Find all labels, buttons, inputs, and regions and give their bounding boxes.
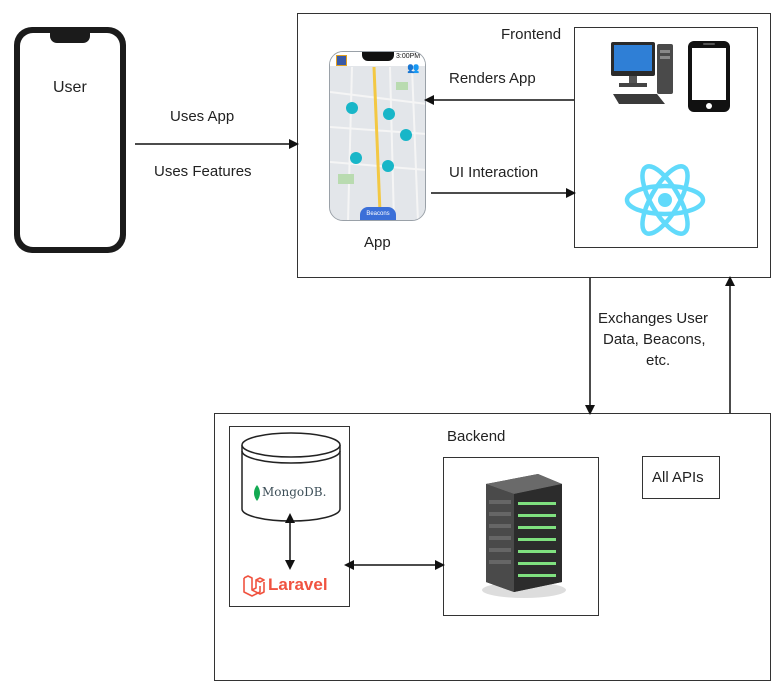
desktop-computer-icon xyxy=(611,42,673,104)
user-phone xyxy=(14,27,126,253)
frontend-title: Frontend xyxy=(501,26,562,43)
app-notch xyxy=(362,52,394,61)
app-phone-mockup: 3:00PM 👥 Beacons xyxy=(329,51,426,221)
server-rack-icon xyxy=(482,474,566,598)
beacon-marker xyxy=(400,129,412,141)
user-label: User xyxy=(53,79,87,96)
beacon-marker xyxy=(350,152,362,164)
beacon-marker xyxy=(346,102,358,114)
mongodb-logo-text: MongoDB. xyxy=(262,485,327,499)
exchanges-label-line2: Data, Beacons, xyxy=(603,331,706,348)
uses-app-label: Uses App xyxy=(170,108,235,125)
beacon-marker xyxy=(383,108,395,120)
app-time: 3:00PM xyxy=(396,53,421,60)
uses-features-label: Uses Features xyxy=(154,163,252,180)
app-users-icon: 👥 xyxy=(407,63,420,74)
app-beacons-button: Beacons xyxy=(360,207,396,220)
all-apis-label: All APIs xyxy=(652,469,704,486)
exchanges-label-line3: etc. xyxy=(646,352,671,369)
beacon-marker xyxy=(382,160,394,172)
phone-notch xyxy=(50,32,90,43)
app-avatar xyxy=(336,55,347,66)
ui-interaction-label: UI Interaction xyxy=(449,164,539,181)
app-label: App xyxy=(364,234,391,251)
renders-app-label: Renders App xyxy=(449,70,536,87)
database-cylinder-icon xyxy=(241,432,341,522)
laravel-logo-icon xyxy=(243,575,265,597)
mongodb-leaf-icon xyxy=(254,485,260,501)
laravel-logo-text: Laravel xyxy=(268,575,328,594)
react-logo-icon xyxy=(624,164,706,236)
smartphone-icon xyxy=(688,41,730,112)
exchanges-label-line1: Exchanges User xyxy=(598,310,709,327)
backend-title: Backend xyxy=(447,428,506,445)
user-phone-screen xyxy=(20,33,120,247)
all-apis-box xyxy=(642,456,720,499)
